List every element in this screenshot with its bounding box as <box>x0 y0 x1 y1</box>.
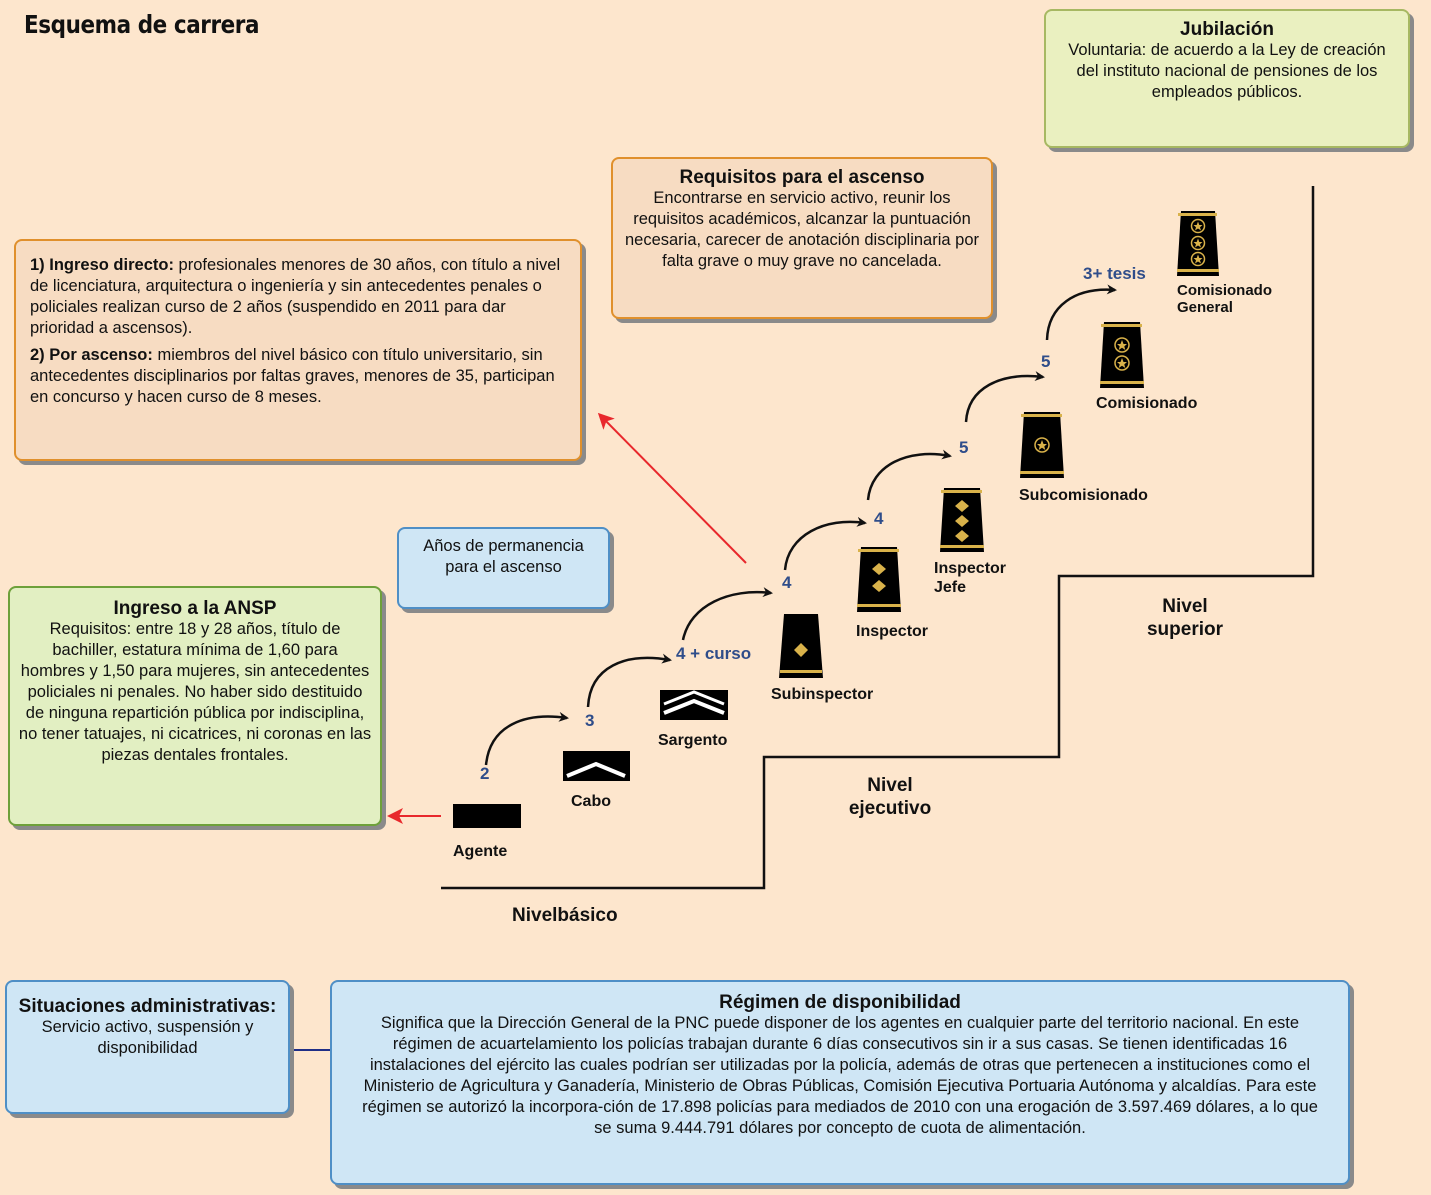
staircase-line <box>441 186 1315 890</box>
ingreso-ansp-title: Ingreso a la ANSP <box>113 598 277 619</box>
years-cabo-sargento: 3 <box>585 711 595 730</box>
cabo-insignia-icon <box>563 751 630 781</box>
page-title: Esquema de carrera <box>24 10 260 39</box>
years-sargento-subinspector: 4 + curso <box>676 644 752 663</box>
jubilacion-box: Jubilación Voluntaria: de acuerdo a la L… <box>1044 9 1410 148</box>
comisionado-insignia-icon <box>1100 322 1144 388</box>
level-ejecutivo-line2: ejecutivo <box>848 798 932 819</box>
rank-inspector-jefe: Inspector Jefe <box>934 559 1006 597</box>
inspector-jefe-insignia-icon <box>940 488 984 552</box>
rank-sargento: Sargento <box>658 732 728 749</box>
arrow-to-ingreso-modos <box>597 412 747 564</box>
years-agente-cabo: 2 <box>480 764 490 783</box>
ingreso-directo-item: 1) Ingreso directo: profesionales menore… <box>30 255 566 339</box>
progress-arrow <box>1045 284 1117 341</box>
rank-inspector: Inspector <box>856 623 929 640</box>
level-superior: Nivel superior <box>1130 595 1240 641</box>
years-inspector-jefe: 4 <box>874 509 884 528</box>
level-superior-line1: Nivel <box>1162 596 1208 617</box>
years-comisionado-general: 3+ tesis <box>1083 264 1146 283</box>
progress-arrow <box>866 449 952 501</box>
ingreso-ascenso-text: miembros del nivel básico con título uni… <box>30 346 555 406</box>
years-subinspector-inspector: 4 <box>782 573 792 592</box>
progress-arrow <box>964 371 1045 423</box>
requisitos-ascenso-text: Encontrarse en servicio activo, reunir l… <box>624 189 980 270</box>
ingreso-ansp-text: Requisitos: entre 18 y 28 años, título d… <box>18 620 372 764</box>
anos-permanencia-text: Años de permanencia para el ascenso <box>423 537 584 576</box>
inspector-insignia-icon <box>857 547 901 612</box>
situaciones-text: Servicio activo, suspensión y disponibil… <box>41 1018 254 1057</box>
level-ejecutivo: Nivel ejecutivo <box>835 774 945 820</box>
agente-insignia-icon <box>453 804 521 828</box>
rank-comisionado-general: Comisionado General <box>1177 282 1272 316</box>
ingreso-ascenso-item: 2) Por ascenso: miembros del nivel básic… <box>30 345 566 408</box>
level-basico: Nivelbásico <box>512 905 618 926</box>
anos-permanencia-box: Años de permanencia para el ascenso <box>397 527 610 609</box>
jubilacion-text: Voluntaria: de acuerdo a la Ley de creac… <box>1068 41 1386 101</box>
rank-comisionado: Comisionado <box>1096 395 1198 412</box>
level-superior-line2: superior <box>1146 619 1224 640</box>
situaciones-title: Situaciones administrativas: <box>18 996 277 1017</box>
ingreso-directo-label: 1) Ingreso directo: <box>30 256 174 274</box>
progress-arrow <box>783 516 867 571</box>
comisionado-general-insignia-icon <box>1177 211 1219 276</box>
requisitos-ascenso-box: Requisitos para el ascenso Encontrarse e… <box>611 157 993 319</box>
rank-subcomisionado: Subcomisionado <box>1019 487 1148 504</box>
requisitos-ascenso-title: Requisitos para el ascenso <box>679 167 925 188</box>
rank-inspector-jefe-line2: Jefe <box>934 579 967 596</box>
regimen-text: Significa que la Dirección General de la… <box>362 1014 1318 1137</box>
subinspector-insignia-icon <box>779 614 823 678</box>
level-ejecutivo-line1: Nivel <box>867 775 913 796</box>
regimen-box: Régimen de disponibilidad Significa que … <box>330 980 1350 1185</box>
ingreso-ascenso-label: 2) Por ascenso: <box>30 346 153 364</box>
years-subcomisionado-comisionado: 5 <box>1041 352 1051 371</box>
years-jefe-subcomisionado: 5 <box>959 438 969 457</box>
regimen-title: Régimen de disponibilidad <box>719 992 961 1013</box>
rank-inspector-jefe-line1: Inspector <box>934 560 1007 577</box>
jubilacion-title: Jubilación <box>1180 19 1274 40</box>
rank-subinspector: Subinspector <box>771 686 874 703</box>
rank-comisionado-general-line1: Comisionado <box>1177 282 1273 299</box>
rank-agente: Agente <box>453 843 508 860</box>
rank-comisionado-general-line2: General <box>1177 299 1233 316</box>
sargento-insignia-icon <box>660 690 728 720</box>
ingreso-modos-box: 1) Ingreso directo: profesionales menore… <box>14 239 582 461</box>
situaciones-box: Situaciones administrativas: Servicio ac… <box>5 980 290 1114</box>
progress-arrow <box>681 587 773 641</box>
progress-arrow <box>586 653 672 708</box>
ingreso-ansp-box: Ingreso a la ANSP Requisitos: entre 18 y… <box>8 586 382 826</box>
ingreso-directo-text: profesionales menores de 30 años, con tí… <box>30 256 561 337</box>
rank-cabo: Cabo <box>571 793 611 810</box>
subcomisionado-insignia-icon <box>1020 412 1064 478</box>
progress-arrow <box>484 711 569 766</box>
